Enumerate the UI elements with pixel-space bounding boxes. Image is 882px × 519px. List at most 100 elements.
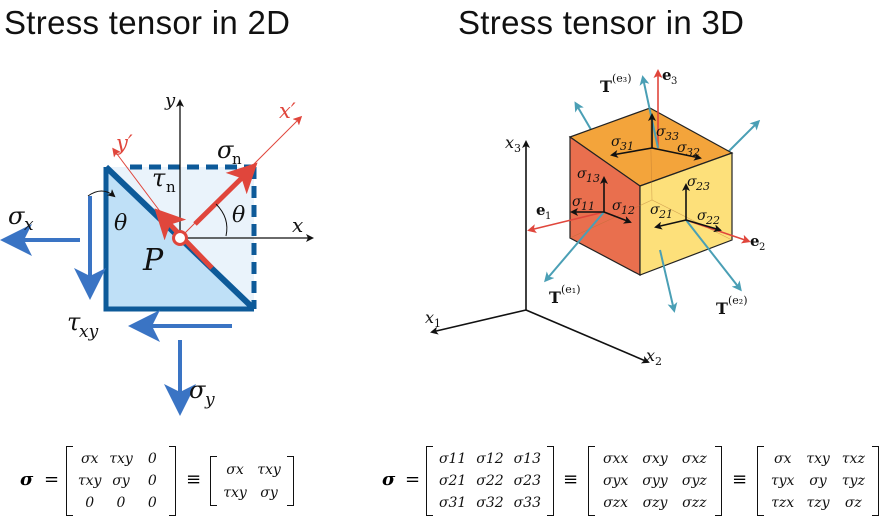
matrix-cell: τxy xyxy=(77,473,102,489)
matrix-cell: σx xyxy=(226,461,244,478)
matrix-cell: σ12 xyxy=(476,451,504,467)
label-theta-left: θ xyxy=(114,211,127,236)
matrix-cell: τxy xyxy=(223,484,247,501)
theta-arc-right xyxy=(215,203,228,237)
matrix-cell: σzy xyxy=(642,495,668,511)
svg-text:33: 33 xyxy=(665,130,679,143)
svg-text:x: x xyxy=(425,308,434,327)
matrix-3d-xyz: σxx σxy σxz σyx σyy σyz σzx σzy σzz xyxy=(588,446,722,516)
matrix-cell: σy xyxy=(260,484,278,501)
svg-text:σ: σ xyxy=(650,202,660,218)
svg-text:σ: σ xyxy=(8,202,25,230)
svg-text:(e₃): (e₃) xyxy=(612,72,632,85)
svg-text:T: T xyxy=(600,77,612,96)
side-face-components xyxy=(654,183,722,233)
e1-vector xyxy=(527,211,605,233)
label-sigma-n: σ n xyxy=(217,136,242,168)
matrix-cell: τxz xyxy=(841,451,865,467)
matrix-cell: τxy xyxy=(109,451,133,467)
svg-text:12: 12 xyxy=(621,204,635,217)
svg-text:τ: τ xyxy=(67,308,81,336)
x2-axis xyxy=(525,309,650,364)
svg-text:3: 3 xyxy=(671,76,677,87)
theta-arc-left xyxy=(87,189,116,198)
svg-text:x: x xyxy=(505,133,514,152)
title-2d: Stress tensor in 2D xyxy=(4,4,291,41)
svg-text:T: T xyxy=(716,299,728,318)
matrix-3d-short: σx τxy τxz τyx σy τyz τzx τzy σz xyxy=(757,446,879,516)
svg-text:e: e xyxy=(750,232,760,250)
svg-text:x: x xyxy=(24,215,34,235)
matrix-cell: σ21 xyxy=(438,473,467,489)
matrix-2d-short: σx τxy τxy σy xyxy=(210,456,294,506)
svg-text:σ: σ xyxy=(611,134,621,150)
svg-text:2: 2 xyxy=(759,242,765,253)
svg-text:σ: σ xyxy=(577,166,587,182)
matrix-cell: σyx xyxy=(602,473,629,489)
cube-hidden-edges xyxy=(649,107,653,201)
matrix-cell: τxy xyxy=(257,461,281,478)
svg-text:31: 31 xyxy=(620,140,634,153)
label-tau-xy: τ xy xyxy=(67,308,99,342)
matrix-cell: σ33 xyxy=(513,495,541,511)
svg-text:σ: σ xyxy=(189,376,206,404)
matrix-cell: τzx xyxy=(771,495,795,511)
title-3d: Stress tensor in 3D xyxy=(458,4,745,41)
matrix-cell: σ31 xyxy=(438,495,467,511)
sigma-symbol: σ xyxy=(20,469,34,490)
matrix-cell: σ23 xyxy=(513,473,541,489)
matrix-cell: τyx xyxy=(770,473,795,489)
svg-text:σ: σ xyxy=(656,124,666,140)
svg-text:n: n xyxy=(166,178,176,196)
label-T-e3: T(e₃) xyxy=(600,72,632,96)
svg-text:1: 1 xyxy=(545,211,551,222)
diagram-2d: y x x′ y′ σ n τ n θ θ P σ x τ xy σ y xyxy=(0,90,314,416)
x1-axis xyxy=(430,309,527,335)
equals-sign: = xyxy=(405,469,421,490)
matrix-cell: 0 xyxy=(116,495,126,511)
matrix-cell: σy xyxy=(809,473,827,489)
label-y-prime: y′ xyxy=(115,131,133,155)
svg-text:23: 23 xyxy=(695,180,710,193)
svg-text:(e₁): (e₁) xyxy=(561,283,581,296)
svg-text:32: 32 xyxy=(686,146,700,159)
svg-text:(e₂): (e₂) xyxy=(728,294,748,307)
matrix-cell: σxx xyxy=(602,451,629,467)
matrix-cell: σ13 xyxy=(513,451,541,467)
label-T-e1: T(e₁) xyxy=(549,283,581,307)
matrix-cell: σ32 xyxy=(476,495,504,511)
label-point-p: P xyxy=(142,243,164,278)
traction-e2 xyxy=(685,219,742,292)
label-T-e2: T(e₂) xyxy=(716,294,748,318)
matrix-cell: σzz xyxy=(682,495,707,511)
matrix-cell: σxz xyxy=(681,451,707,467)
matrix-cell: 0 xyxy=(147,473,157,489)
solid-edges xyxy=(103,167,254,312)
matrix-cell: 0 xyxy=(147,495,157,511)
matrix-2d-full: σx τxy 0 τxy σy 0 0 0 0 xyxy=(66,446,176,516)
point-p xyxy=(172,230,188,246)
matrix-cell: σ11 xyxy=(438,451,467,467)
svg-text:σ: σ xyxy=(572,194,582,210)
matrix-cell: σ22 xyxy=(476,473,504,489)
sigma-symbol: σ xyxy=(382,469,396,490)
svg-text:22: 22 xyxy=(705,214,720,227)
matrix-cell: σz xyxy=(844,495,862,511)
matrix-cell: τyz xyxy=(841,473,865,489)
svg-text:13: 13 xyxy=(586,172,600,185)
equiv-sign: ≡ xyxy=(186,469,202,490)
top-face-components xyxy=(610,113,702,161)
svg-text:σ: σ xyxy=(217,136,234,164)
svg-text:xy: xy xyxy=(79,322,99,342)
